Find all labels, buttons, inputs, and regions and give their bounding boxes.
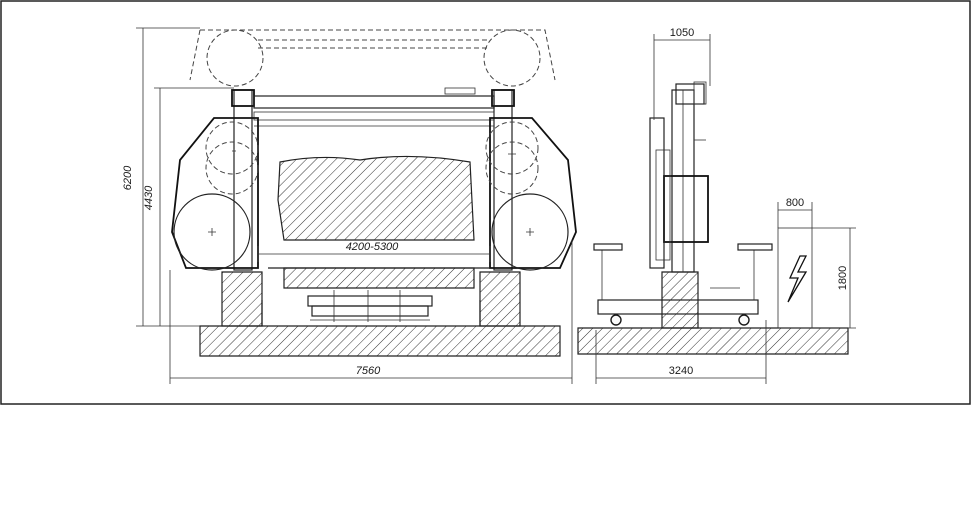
upper-wheel-left <box>205 141 259 195</box>
side-view: 1050 800 1800 3240 <box>577 27 856 384</box>
front-pedestal-right <box>479 271 521 327</box>
side-head-carriage <box>663 175 709 243</box>
front-foundation <box>199 325 561 357</box>
wheel-housing-right <box>489 117 577 269</box>
dim-side-base: 3240 <box>595 320 767 384</box>
stone-base-slab <box>283 267 475 289</box>
front-view: 6200 4430 4200-5300 7560 <box>122 27 577 384</box>
dim-total-height: 6200 <box>122 27 200 327</box>
dim-cabinet-width: 800 <box>777 197 813 228</box>
raised-frame-outline <box>189 29 556 81</box>
upper-wheel-right <box>485 141 539 195</box>
side-foundation <box>577 327 849 355</box>
raised-wheel-left <box>206 29 264 87</box>
label-total-width: 7560 <box>356 365 381 377</box>
front-pit <box>261 300 481 326</box>
label-cabinet-width: 800 <box>786 197 804 209</box>
electrical-cabinet <box>777 227 813 329</box>
drive-wheel-left <box>173 193 251 271</box>
lightning-bolt-icon <box>787 255 808 303</box>
cart-wheel-left <box>610 314 622 326</box>
raised-wheel-right <box>483 29 541 87</box>
drive-wheel-right <box>491 193 569 271</box>
side-cart <box>593 243 773 326</box>
label-cut-width: 4200-5300 <box>346 241 399 253</box>
front-pedestal-left <box>221 271 263 327</box>
cart-wheel-right <box>738 314 750 326</box>
column-right <box>493 89 513 271</box>
label-total-height: 6200 <box>122 165 134 190</box>
dim-cabinet-height: 1800 <box>812 227 856 329</box>
column-left <box>233 89 253 271</box>
guide-wheel-left <box>205 121 259 175</box>
drawing-border <box>0 0 971 405</box>
dim-side-top: 1050 <box>653 27 711 120</box>
pit-trolley <box>307 290 433 322</box>
dim-cut-width: 4200-5300 <box>257 241 491 262</box>
dim-total-width: 7560 <box>169 240 573 384</box>
label-cabinet-height: 1800 <box>837 266 849 290</box>
label-side-top: 1050 <box>670 27 694 39</box>
wheel-housing-left <box>171 117 259 269</box>
guide-wheel-right <box>485 121 539 175</box>
top-beam <box>253 95 495 109</box>
dim-machine-height: 4430 <box>143 87 234 326</box>
stone-block <box>277 155 475 241</box>
label-side-base: 3240 <box>669 365 693 377</box>
label-machine-height: 4430 <box>143 185 155 210</box>
